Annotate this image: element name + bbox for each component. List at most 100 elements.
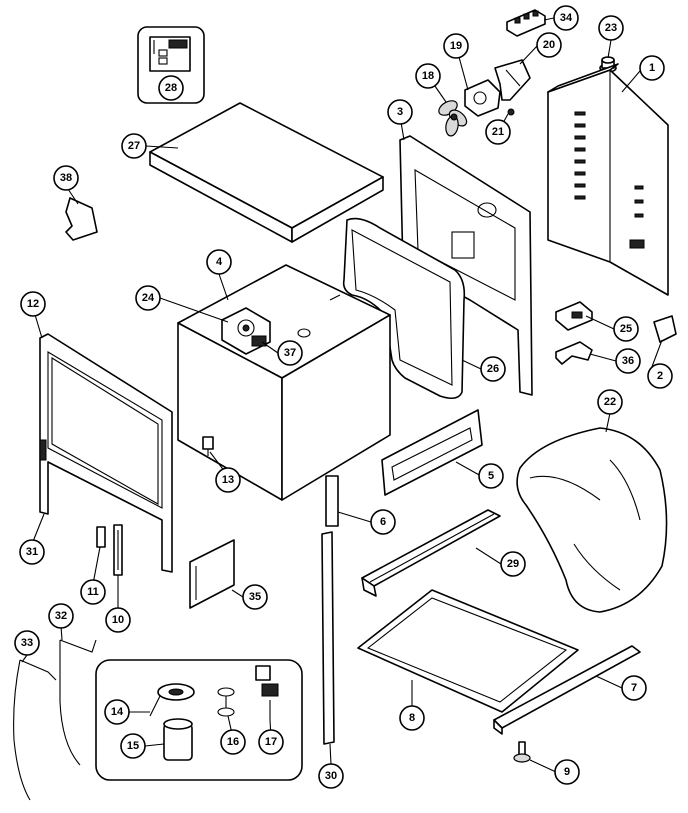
callout-30-label: 30 xyxy=(325,770,337,782)
callout-5: 5 xyxy=(478,463,504,489)
callout-8-label: 8 xyxy=(409,712,415,724)
part-25-bracket xyxy=(555,301,593,331)
part-28-wiring-card xyxy=(137,26,205,104)
callout-24: 24 xyxy=(135,285,161,311)
callout-21: 21 xyxy=(485,119,511,145)
callout-22: 22 xyxy=(597,389,623,415)
part-4-oven-cavity xyxy=(177,264,391,501)
part-38-bracket xyxy=(65,197,98,241)
part-9-leveling-leg xyxy=(513,741,531,763)
callout-10: 10 xyxy=(105,607,131,633)
callout-18: 18 xyxy=(415,63,441,89)
callout-23-label: 23 xyxy=(605,22,617,34)
part-7-rail xyxy=(493,645,641,735)
callout-16-label: 16 xyxy=(227,736,239,748)
callout-12-label: 12 xyxy=(27,298,39,310)
callout-27: 27 xyxy=(121,133,147,159)
callout-4-label: 4 xyxy=(216,256,223,268)
callout-13-label: 13 xyxy=(222,474,234,486)
part-29-rail xyxy=(361,509,501,597)
callout-15-label: 15 xyxy=(127,740,139,752)
part-21-screw xyxy=(507,108,515,116)
callout-24-label: 24 xyxy=(142,292,155,304)
part-32-wire-harness xyxy=(59,639,97,766)
callout-13: 13 xyxy=(215,467,241,493)
callout-6: 6 xyxy=(370,509,396,535)
callout-32: 32 xyxy=(48,603,74,629)
callout-14-label: 14 xyxy=(111,706,124,718)
callout-8: 8 xyxy=(399,705,425,731)
callout-3: 3 xyxy=(387,99,413,125)
callout-32-label: 32 xyxy=(55,610,67,622)
callout-31-label: 31 xyxy=(26,546,38,558)
callout-6-label: 6 xyxy=(380,516,386,528)
callout-11: 11 xyxy=(80,579,106,605)
part-35-panel xyxy=(189,539,235,609)
callout-12: 12 xyxy=(20,291,46,317)
callout-34: 34 xyxy=(553,5,579,31)
callout-2-label: 2 xyxy=(657,370,663,382)
callout-31: 31 xyxy=(19,539,45,565)
callout-1-label: 1 xyxy=(649,62,655,74)
callout-35: 35 xyxy=(242,584,268,610)
callout-1: 1 xyxy=(639,55,665,81)
callout-29: 29 xyxy=(500,551,526,577)
parts-kit-box xyxy=(95,659,303,781)
callout-19: 19 xyxy=(443,33,469,59)
callouts: 1 2 3 4 5 6 7 8 9 10 11 12 13 14 15 16 1… xyxy=(14,5,673,789)
part-10-strip xyxy=(113,524,123,576)
callout-7: 7 xyxy=(621,675,647,701)
callout-7-label: 7 xyxy=(631,682,637,694)
callout-27-label: 27 xyxy=(128,140,140,152)
part-12-front-frame xyxy=(39,333,173,573)
callout-2: 2 xyxy=(647,363,673,389)
leader-lines xyxy=(21,17,663,773)
callout-5-label: 5 xyxy=(488,470,494,482)
callout-16: 16 xyxy=(220,729,246,755)
part-13-bulb-socket xyxy=(202,436,214,456)
callout-17: 17 xyxy=(258,729,284,755)
callout-34-label: 34 xyxy=(560,12,573,24)
part-2-plate xyxy=(653,315,677,343)
callout-26: 26 xyxy=(480,356,506,382)
part-16-clips xyxy=(217,687,235,717)
part-18-fan-blade xyxy=(438,100,468,137)
callout-25-label: 25 xyxy=(620,323,632,335)
part-11-strip xyxy=(96,526,106,548)
callout-17-label: 17 xyxy=(265,736,277,748)
callout-26-label: 26 xyxy=(487,363,499,375)
callout-23: 23 xyxy=(598,15,624,41)
part-36-bracket xyxy=(555,341,593,365)
part-26-insulation-blanket xyxy=(342,217,466,400)
part-20-motor-bracket xyxy=(494,59,531,101)
callout-22-label: 22 xyxy=(604,396,616,408)
callout-37: 37 xyxy=(277,340,303,366)
callout-19-label: 19 xyxy=(450,40,462,52)
callout-14: 14 xyxy=(104,699,130,725)
callout-20-label: 20 xyxy=(543,39,555,51)
part-22-insulation-wrap xyxy=(516,427,668,613)
part-1-rear-panel xyxy=(547,63,669,296)
callout-20: 20 xyxy=(536,32,562,58)
callout-36-label: 36 xyxy=(622,355,634,367)
part-8-bottom-tray xyxy=(357,589,579,713)
callout-37-label: 37 xyxy=(284,347,296,359)
part-15-jar xyxy=(163,718,193,761)
callout-33-label: 33 xyxy=(21,637,33,649)
callout-33: 33 xyxy=(14,630,40,656)
callout-35-label: 35 xyxy=(249,591,261,603)
part-27-top-panel xyxy=(149,102,384,243)
callout-9: 9 xyxy=(554,759,580,785)
callout-9-label: 9 xyxy=(564,766,570,778)
part-37-switch xyxy=(251,335,267,347)
part-19-fan-motor xyxy=(464,79,501,117)
part-33-wire-harness xyxy=(13,659,57,801)
part-30-long-trim xyxy=(321,531,335,745)
callout-36: 36 xyxy=(615,348,641,374)
part-6-trim-piece xyxy=(325,475,339,527)
callout-38-label: 38 xyxy=(60,172,72,184)
callout-11-label: 11 xyxy=(87,586,99,598)
part-34-terminal-block xyxy=(506,9,546,37)
callout-3-label: 3 xyxy=(397,106,403,118)
